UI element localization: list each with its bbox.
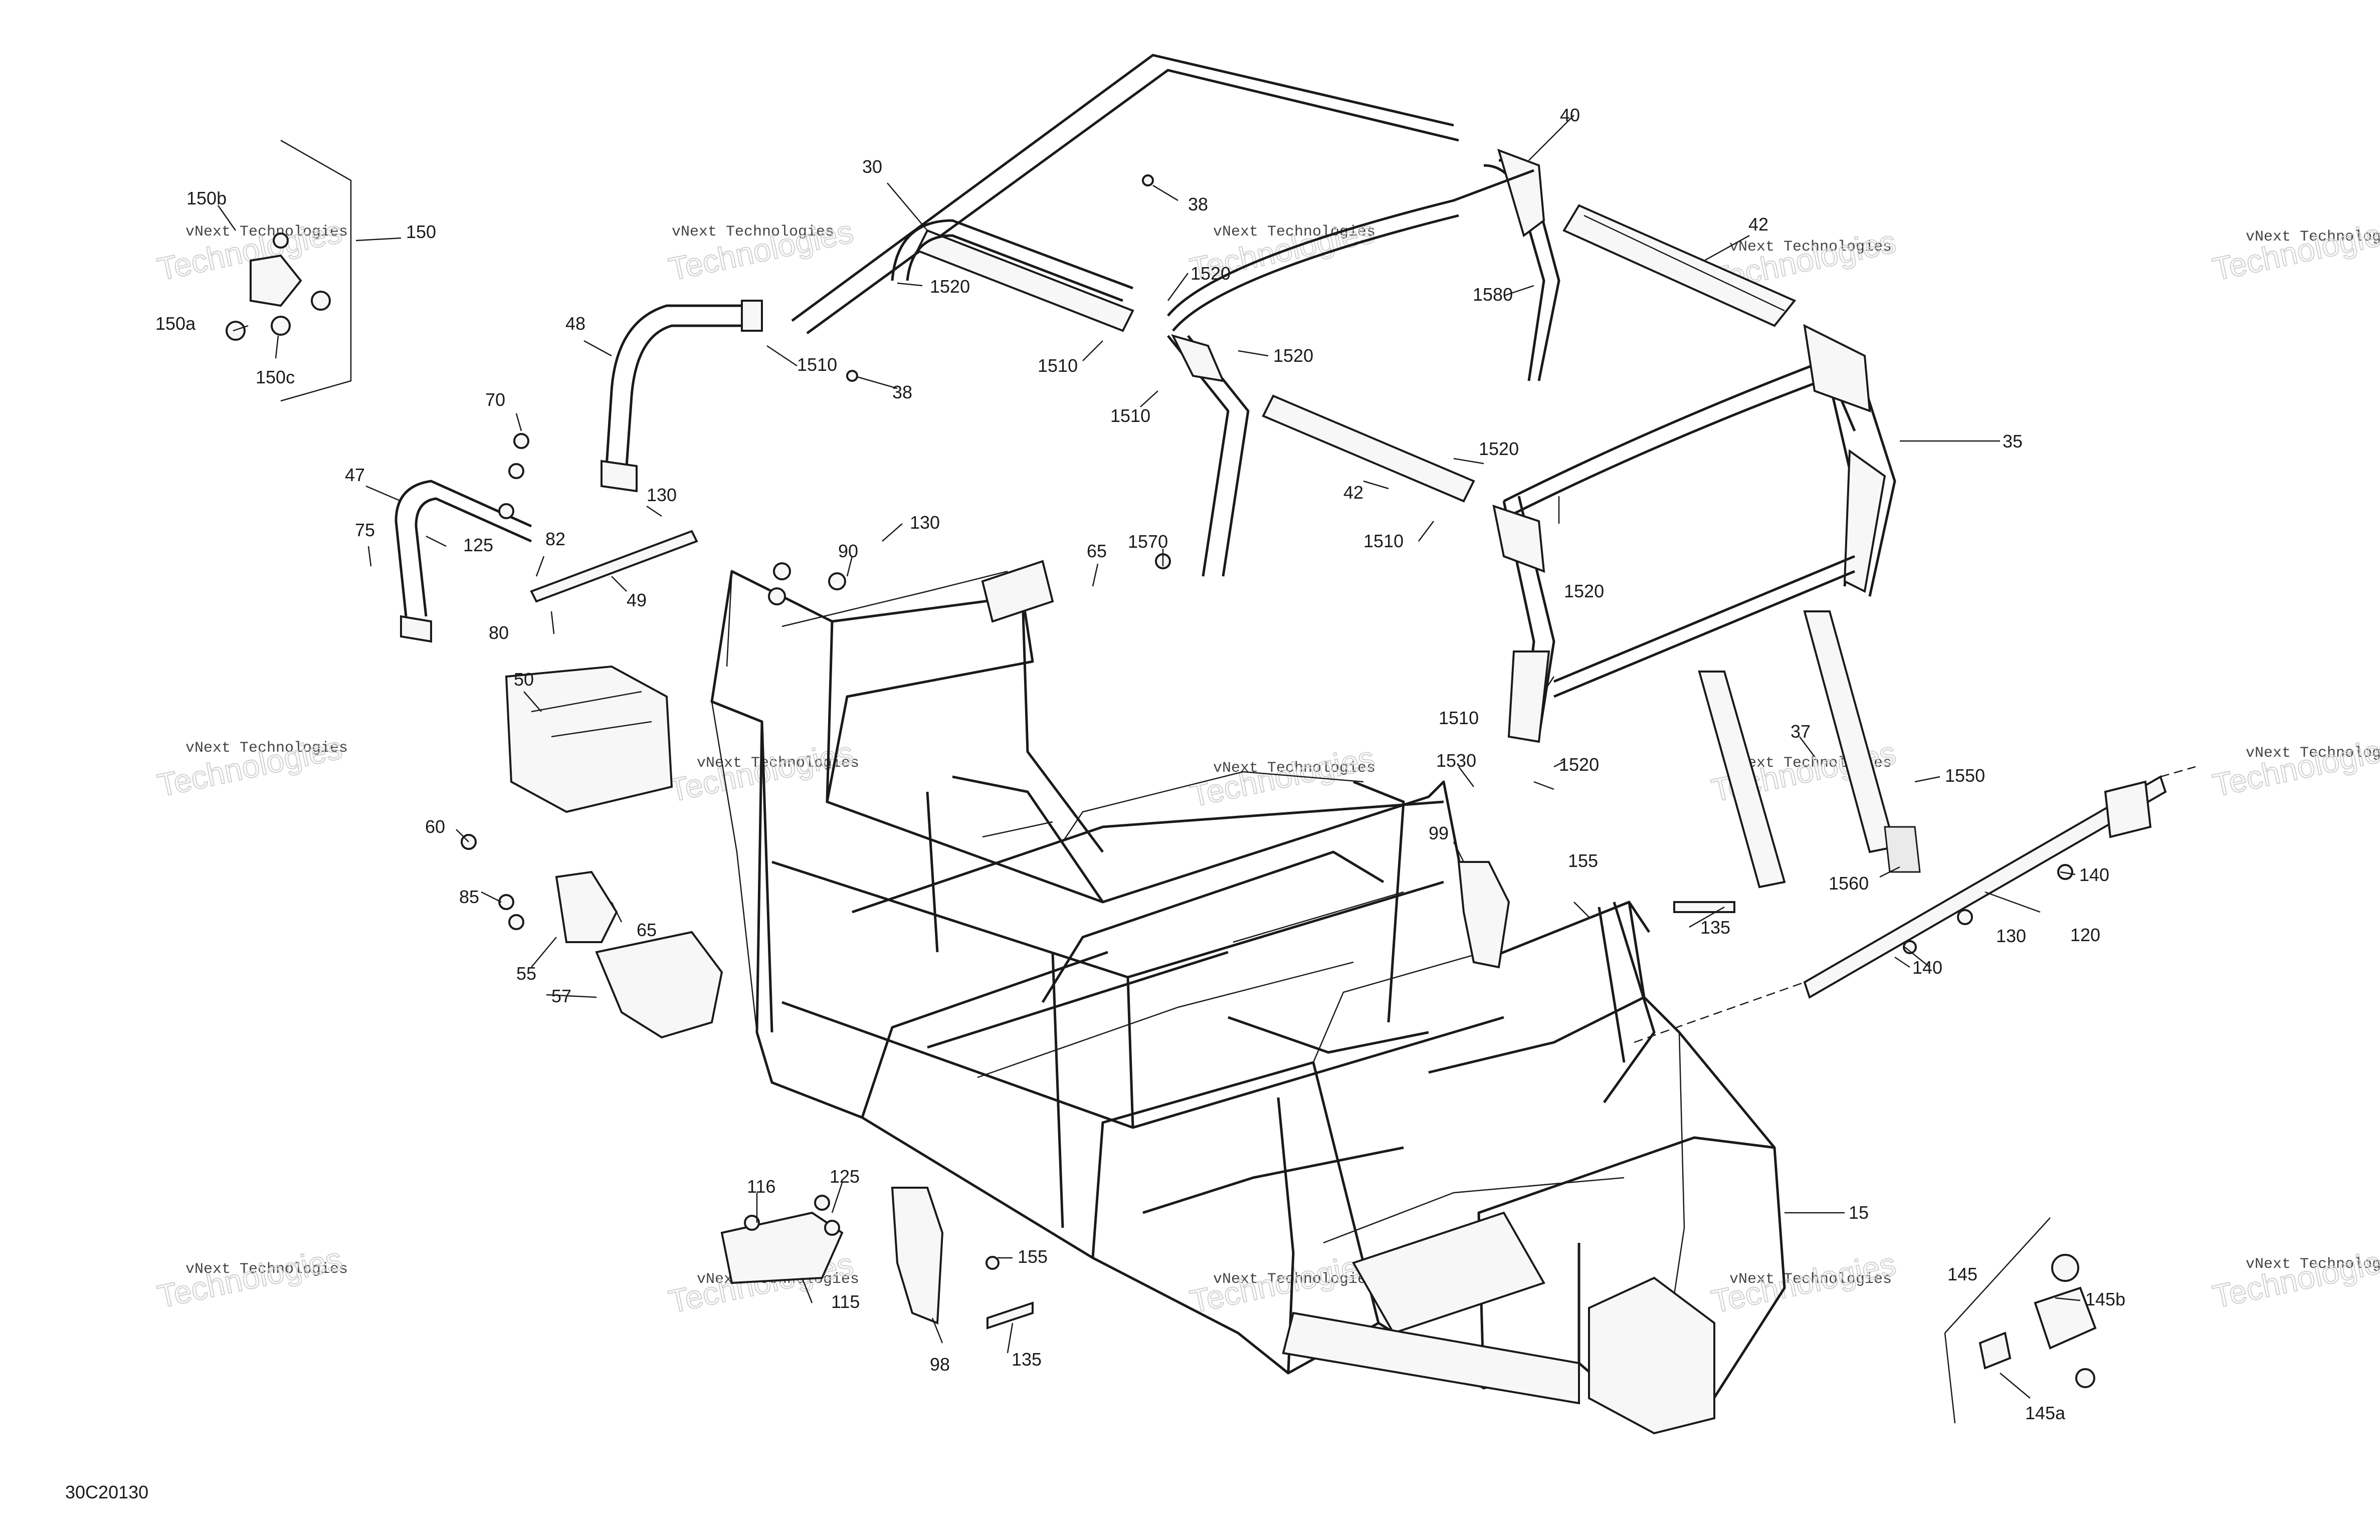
callout-130-a: 130 bbox=[647, 485, 677, 505]
callout-48: 48 bbox=[565, 313, 585, 334]
callout-70: 70 bbox=[485, 389, 505, 410]
callout-80: 80 bbox=[489, 622, 509, 643]
svg-text:Technologies: Technologies bbox=[2210, 1241, 2380, 1315]
callout-38-top: 38 bbox=[1188, 194, 1208, 214]
svg-text:vNext Technologies: vNext Technologies bbox=[185, 1261, 348, 1278]
svg-text:vNext Technologies: vNext Technologies bbox=[185, 224, 348, 241]
svg-text:vNext Technologies: vNext Technologies bbox=[2246, 745, 2380, 762]
callout-82: 82 bbox=[545, 529, 565, 549]
svg-text:vNext Technologies: vNext Technologies bbox=[2246, 229, 2380, 246]
callout-40: 40 bbox=[1560, 105, 1580, 125]
svg-text:Technologies: Technologies bbox=[1187, 1246, 1377, 1320]
callout-1510-a: 1510 bbox=[797, 354, 837, 375]
roll-cage bbox=[394, 54, 2196, 1043]
callout-60: 60 bbox=[425, 816, 445, 837]
callout-140-top: 140 bbox=[2079, 864, 2109, 885]
callout-120: 120 bbox=[2070, 925, 2100, 945]
callout-35: 35 bbox=[2003, 431, 2023, 452]
watermark-group: vNext Technologies Technologies vNext Te… bbox=[154, 213, 2380, 1321]
watermark: vNext Technologies Technologies bbox=[1186, 739, 1378, 814]
watermark: vNext Technologies Technologies bbox=[2209, 1240, 2380, 1315]
callout-49: 49 bbox=[627, 590, 647, 610]
watermark: vNext Technologies Technologies bbox=[1186, 1245, 1378, 1321]
callout-135-top: 135 bbox=[1700, 917, 1730, 938]
callout-140-lower: 140 bbox=[1912, 957, 1942, 978]
callout-1550: 1550 bbox=[1945, 765, 1985, 786]
callout-47: 47 bbox=[345, 465, 365, 485]
callout-55: 55 bbox=[516, 963, 536, 984]
svg-text:Technologies: Technologies bbox=[2210, 213, 2380, 288]
callout-30: 30 bbox=[862, 156, 882, 177]
callout-15: 15 bbox=[1849, 1202, 1869, 1223]
callout-50: 50 bbox=[514, 669, 534, 690]
callout-150b: 150b bbox=[186, 188, 227, 208]
callout-125-lower: 125 bbox=[830, 1166, 860, 1187]
callout-115: 115 bbox=[831, 1291, 860, 1312]
svg-text:vNext Technologies: vNext Technologies bbox=[1729, 1271, 1892, 1288]
callout-90: 90 bbox=[838, 541, 858, 561]
callout-145a: 145a bbox=[2025, 1403, 2066, 1423]
svg-text:Technologies: Technologies bbox=[1187, 740, 1377, 814]
callout-1510-c: 1510 bbox=[1110, 405, 1150, 426]
callout-130-c: 130 bbox=[1996, 926, 2026, 946]
callout-145: 145 bbox=[1947, 1264, 1977, 1284]
callout-1520-f: 1520 bbox=[1559, 754, 1599, 775]
watermark: vNext Technologies Technologies bbox=[2209, 213, 2380, 288]
callout-155-top: 155 bbox=[1568, 850, 1598, 871]
callout-99: 99 bbox=[1429, 823, 1449, 843]
callout-150a: 150a bbox=[155, 313, 196, 334]
watermark: vNext Technologies Technologies bbox=[1708, 1245, 1899, 1321]
callout-135-lower: 135 bbox=[1012, 1349, 1042, 1370]
svg-text:vNext Technologies: vNext Technologies bbox=[1213, 1271, 1375, 1288]
svg-text:vNext Technologies: vNext Technologies bbox=[1213, 760, 1375, 777]
callout-1520-e: 1520 bbox=[1564, 581, 1604, 601]
svg-text:vNext Technologies: vNext Technologies bbox=[2246, 1256, 2380, 1273]
callout-37: 37 bbox=[1791, 721, 1811, 742]
callout-1580: 1580 bbox=[1473, 284, 1513, 305]
callout-85: 85 bbox=[459, 887, 479, 907]
callout-75: 75 bbox=[355, 520, 375, 540]
watermark: vNext Technologies Technologies bbox=[2209, 729, 2380, 804]
callout-98: 98 bbox=[930, 1354, 950, 1375]
callout-1520-d: 1520 bbox=[1479, 438, 1519, 459]
callout-1570: 1570 bbox=[1128, 531, 1168, 552]
main-frame bbox=[710, 560, 1786, 1435]
callout-116: 116 bbox=[747, 1176, 775, 1197]
figure-id: 30C20130 bbox=[65, 1482, 148, 1502]
watermark: vNext Technologies Technologies bbox=[154, 1240, 348, 1315]
svg-text:vNext Technologies: vNext Technologies bbox=[185, 740, 348, 757]
svg-text:Technologies: Technologies bbox=[2210, 730, 2380, 804]
watermark: vNext Technologies Technologies bbox=[665, 213, 857, 288]
callout-1510-d: 1510 bbox=[1363, 531, 1404, 551]
callout-57: 57 bbox=[551, 986, 571, 1006]
svg-text:vNext Technologies: vNext Technologies bbox=[1729, 239, 1892, 256]
callout-150: 150 bbox=[406, 222, 436, 242]
callout-145b: 145b bbox=[2085, 1289, 2125, 1309]
callout-155-lower: 155 bbox=[1018, 1246, 1048, 1267]
svg-text:vNext Technologies: vNext Technologies bbox=[1213, 224, 1375, 241]
callout-1510-e: 1510 bbox=[1439, 708, 1479, 728]
callout-1560: 1560 bbox=[1829, 873, 1869, 894]
callout-42-lower: 42 bbox=[1343, 482, 1363, 503]
svg-text:vNext Technologies: vNext Technologies bbox=[672, 224, 834, 241]
callout-130-b: 130 bbox=[910, 512, 940, 533]
watermark: vNext Technologies Technologies bbox=[154, 729, 348, 804]
callout-42-top: 42 bbox=[1748, 214, 1768, 235]
callout-150c: 150c bbox=[256, 367, 295, 387]
callout-1520-c: 1520 bbox=[1273, 345, 1313, 366]
callout-1520-a: 1520 bbox=[930, 276, 970, 297]
callout-labels: 150b 150 150a 150c 30 38 38 1520 1520 15… bbox=[155, 105, 2125, 1423]
small-parts bbox=[226, 139, 2097, 1424]
callout-1520-b: 1520 bbox=[1191, 263, 1231, 284]
svg-text:Technologies: Technologies bbox=[1708, 1246, 1899, 1320]
callout-1510-b: 1510 bbox=[1038, 355, 1078, 376]
svg-text:Technologies: Technologies bbox=[154, 1241, 345, 1315]
leader-lines bbox=[217, 115, 2081, 1399]
callout-65-top: 65 bbox=[1087, 541, 1107, 561]
callout-1530: 1530 bbox=[1436, 750, 1476, 771]
callout-65-lower: 65 bbox=[637, 920, 657, 940]
callout-125-top: 125 bbox=[463, 535, 493, 555]
callout-38-lower: 38 bbox=[892, 382, 912, 402]
